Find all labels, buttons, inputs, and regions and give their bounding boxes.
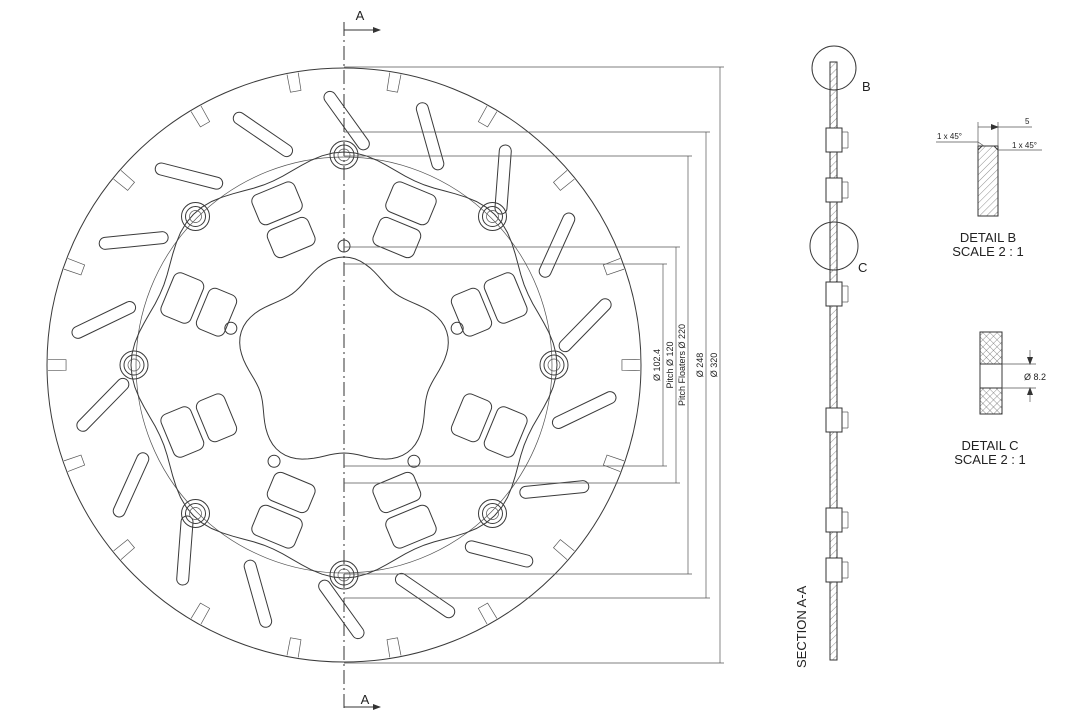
disc-front-view bbox=[46, 67, 642, 663]
edge-notch bbox=[190, 105, 211, 128]
carrier-window bbox=[195, 393, 238, 443]
floater-bobbin bbox=[539, 350, 569, 380]
carrier-window bbox=[372, 216, 422, 259]
disc-section-web bbox=[829, 61, 838, 661]
carrier-window bbox=[160, 406, 205, 458]
detail-b-marker: B bbox=[862, 79, 871, 94]
floater-bobbin bbox=[119, 350, 149, 380]
carrier-window bbox=[160, 272, 205, 324]
detail-b: 5 1 x 45° 1 x 45° DETAIL B SCALE 2 : 1 bbox=[936, 117, 1042, 259]
detail-b-width-label: 5 bbox=[1025, 117, 1030, 126]
section-mark-bottom: A bbox=[361, 692, 370, 707]
dimension-label: Ø 102.4 bbox=[652, 349, 662, 381]
section-bobbins bbox=[825, 127, 849, 583]
hub-bore-outline bbox=[239, 256, 449, 460]
floater-bobbin bbox=[477, 498, 507, 528]
edge-notch bbox=[602, 258, 625, 276]
edge-notch bbox=[190, 602, 211, 625]
carrier-window bbox=[266, 471, 316, 514]
detail-b-chamfer-right: 1 x 45° bbox=[1012, 141, 1037, 150]
floater-bobbins bbox=[119, 140, 569, 590]
carrier-window bbox=[266, 216, 316, 259]
edge-notch bbox=[477, 105, 498, 128]
detail-c-section-top bbox=[979, 331, 1003, 365]
disc-braking-ring-inner-edge bbox=[135, 156, 553, 574]
carrier-window bbox=[251, 504, 303, 549]
carrier-window bbox=[450, 287, 493, 337]
edge-notch bbox=[286, 637, 302, 658]
carrier-window bbox=[450, 393, 493, 443]
carrier-window bbox=[251, 181, 303, 226]
edge-notch bbox=[602, 454, 625, 472]
floater-bobbin bbox=[181, 202, 211, 232]
outer-edge-notches bbox=[48, 72, 640, 658]
edge-notch bbox=[113, 170, 135, 191]
section-bobbin bbox=[825, 407, 843, 433]
detail-c: Ø 8.2 DETAIL C SCALE 2 : 1 bbox=[954, 331, 1046, 467]
edge-notch bbox=[553, 539, 575, 560]
detail-c-scale: SCALE 2 : 1 bbox=[954, 452, 1026, 467]
detail-c-section-bottom bbox=[979, 387, 1003, 415]
floater-bobbin bbox=[477, 202, 507, 232]
edge-notch bbox=[63, 454, 86, 472]
mounting-hole bbox=[224, 321, 238, 335]
carrier-windows bbox=[160, 181, 528, 549]
edge-notch bbox=[63, 258, 86, 276]
detail-c-callout bbox=[809, 221, 859, 271]
section-bobbin bbox=[825, 557, 843, 583]
carrier-window bbox=[372, 471, 422, 514]
mounting-hole bbox=[450, 321, 464, 335]
section-line-a-a: A A bbox=[343, 8, 381, 712]
carrier-window bbox=[385, 181, 437, 226]
detail-b-chamfer-left: 1 x 45° bbox=[937, 132, 962, 141]
carrier-window bbox=[195, 287, 238, 337]
edge-notch bbox=[621, 358, 640, 372]
mounting-hole bbox=[267, 454, 281, 468]
detail-c-title: DETAIL C bbox=[961, 438, 1018, 453]
dimension-label: Ø 320 bbox=[709, 353, 719, 378]
edge-notch bbox=[113, 539, 135, 560]
carrier-window bbox=[483, 406, 528, 458]
mounting-hole bbox=[407, 454, 421, 468]
detail-b-scale: SCALE 2 : 1 bbox=[952, 244, 1024, 259]
detail-b-section bbox=[977, 145, 999, 217]
edge-notch bbox=[386, 72, 402, 93]
section-a-a-view: B C SECTION A-A bbox=[794, 45, 871, 668]
carrier-window bbox=[385, 504, 437, 549]
edge-notch bbox=[48, 358, 67, 372]
section-bobbin bbox=[825, 127, 843, 153]
floater-bobbin bbox=[181, 498, 211, 528]
detail-b-title: DETAIL B bbox=[960, 230, 1016, 245]
cooling-slots bbox=[71, 90, 617, 640]
edge-notch bbox=[553, 170, 575, 191]
edge-notch bbox=[477, 602, 498, 625]
carrier-window bbox=[483, 272, 528, 324]
dimension-label: Pitch Floaters Ø 220 bbox=[677, 324, 687, 406]
edge-notch bbox=[286, 72, 302, 93]
section-bobbin bbox=[825, 507, 843, 533]
detail-c-hole-label: Ø 8.2 bbox=[1024, 372, 1046, 382]
edge-notch bbox=[386, 637, 402, 658]
section-bobbin bbox=[825, 281, 843, 307]
section-title: SECTION A-A bbox=[794, 585, 809, 668]
dimension-label: Pitch Ø 120 bbox=[665, 341, 675, 388]
dimension-label: Ø 248 bbox=[695, 353, 705, 378]
detail-c-marker: C bbox=[858, 260, 867, 275]
section-bobbin bbox=[825, 177, 843, 203]
disc-outer-edge bbox=[46, 67, 642, 663]
detail-b-callout bbox=[811, 45, 857, 91]
section-mark-top: A bbox=[356, 8, 365, 23]
